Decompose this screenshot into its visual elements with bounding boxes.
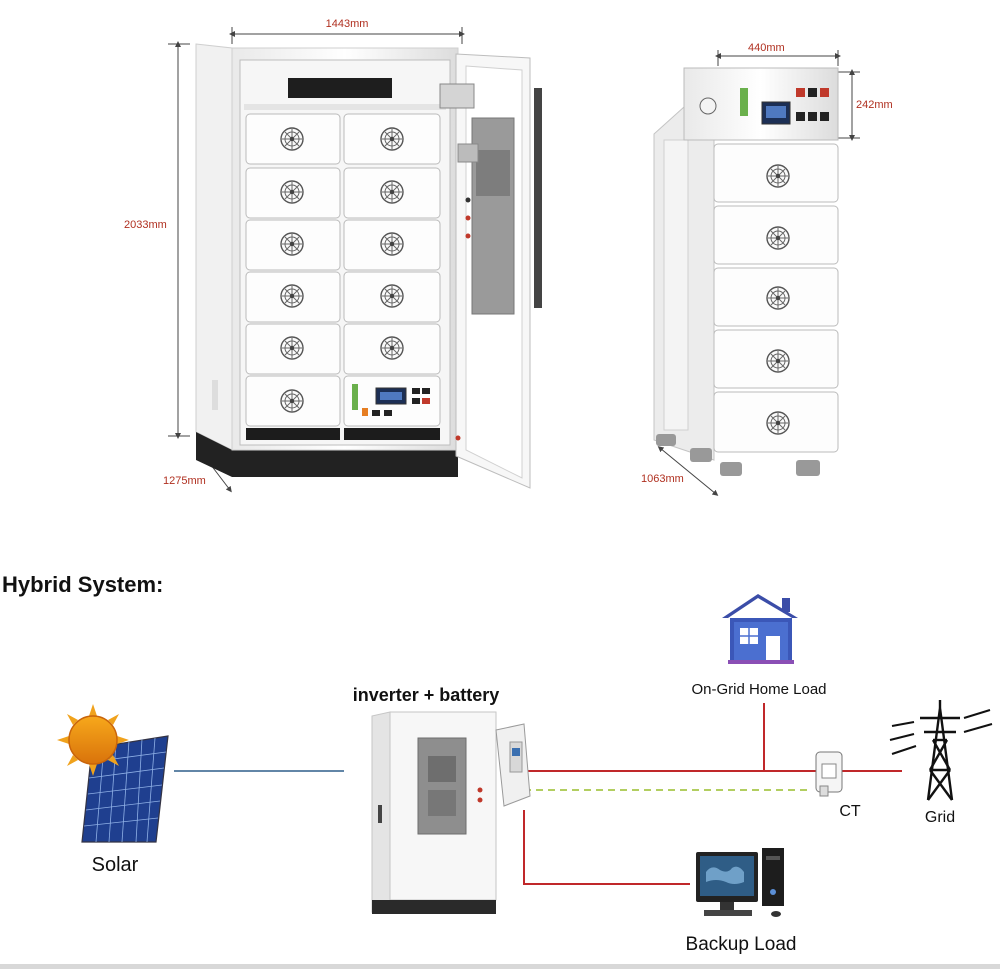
home-load-label: On-Grid Home Load (691, 681, 826, 698)
cabinet-height-label: 2033mm (124, 219, 167, 231)
stack-width-label: 440mm (748, 42, 785, 54)
inverter-label: inverter + battery (353, 685, 500, 705)
solar-panel-icon (81, 735, 169, 843)
cabinet-width-label: 1443mm (326, 18, 369, 30)
stack-depth-label: 1063mm (641, 473, 684, 485)
sun-icon (57, 704, 129, 776)
section-title: Hybrid System: (2, 572, 164, 597)
cabinet-modules (245, 113, 441, 440)
grid-label: Grid (925, 809, 955, 826)
desktop-computer-icon (696, 848, 784, 917)
cabinet-depth-label: 1275mm (163, 475, 206, 487)
cabinet-door (439, 53, 542, 489)
stack-top-height-label: 242mm (856, 99, 893, 111)
battery-stack-illustration (653, 50, 860, 496)
bottom-divider (0, 964, 1000, 969)
ct-sensor-icon (815, 751, 843, 797)
ct-label: CT (839, 803, 861, 820)
home-icon (722, 594, 798, 664)
power-tower-icon (889, 700, 993, 801)
inverter-battery-cabinet-icon (371, 711, 531, 914)
backup-load-line (523, 810, 690, 885)
solar-label: Solar (92, 854, 139, 876)
backup-load-label: Backup Load (686, 934, 797, 955)
